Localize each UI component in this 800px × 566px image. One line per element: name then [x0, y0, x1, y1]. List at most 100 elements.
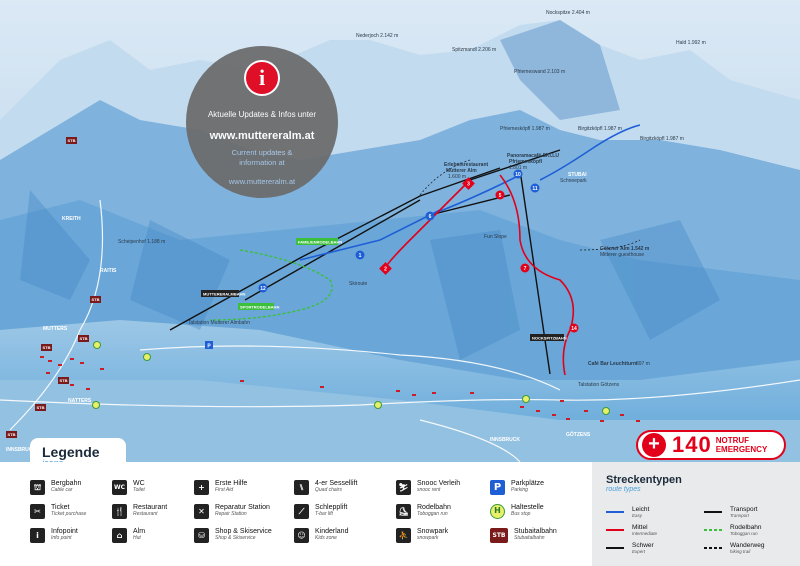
- parking-icon: P: [490, 480, 505, 495]
- legend-item-sub: T-bar lift: [315, 511, 333, 517]
- route-types-title: Streckentypen: [606, 474, 682, 486]
- svg-text:7: 7: [524, 266, 527, 272]
- svg-text:5: 5: [499, 193, 502, 199]
- route-sub: Intermediate: [632, 531, 658, 536]
- bus-stop-icon: H: [490, 504, 505, 519]
- legend-item-sub: Quad chairs: [315, 487, 342, 493]
- peak-label: Hald 1.992 m: [676, 40, 706, 46]
- route-types-subtitle: route types: [606, 486, 641, 493]
- svg-text:11: 11: [532, 186, 538, 192]
- stb-markers: STB STB STB STB STB STB STB: [6, 137, 101, 438]
- svg-text:Erlebnisrestaurant: Erlebnisrestaurant: [444, 162, 489, 168]
- legend-item-name: Shop & Skiservice: [215, 528, 272, 535]
- route-line-hiking: [704, 547, 722, 549]
- emergency-label-de: NOTRUF: [715, 436, 750, 445]
- legend-item-name: Ticket: [51, 504, 70, 511]
- svg-text:MUTTERS: MUTTERS: [43, 326, 68, 332]
- legend-item-sub: Parking: [511, 487, 528, 493]
- wc-icon: WC: [112, 480, 127, 495]
- svg-text:STB: STB: [80, 336, 88, 341]
- svg-text:STB: STB: [8, 432, 16, 437]
- legend-item-name: Parkplätze: [511, 480, 545, 487]
- legend-item-sub: First Aid: [215, 487, 234, 493]
- hut-icon: ⌂: [112, 528, 127, 543]
- valley-ground: [0, 380, 800, 462]
- legend-item-name: WC: [133, 480, 145, 487]
- restaurant-icon: 🍴: [112, 504, 127, 519]
- svg-text:SPORTRODELBAHN: SPORTRODELBAHN: [240, 305, 279, 310]
- svg-text:12: 12: [260, 286, 266, 292]
- svg-text:Birgitzköpfl 1.987 m: Birgitzköpfl 1.987 m: [578, 126, 622, 132]
- route-sub: Transport: [730, 513, 749, 518]
- svg-text:Pfriemesköpfl: Pfriemesköpfl: [509, 159, 543, 165]
- svg-text:3: 3: [467, 182, 470, 188]
- svg-text:STB: STB: [37, 405, 45, 410]
- svg-text:Talstation Götzens: Talstation Götzens: [578, 382, 620, 388]
- route-line-easy: [606, 511, 624, 513]
- bus-stop-markers: [92, 341, 610, 415]
- svg-text:STUBAI: STUBAI: [568, 172, 587, 178]
- svg-text:1.801 m: 1.801 m: [509, 165, 527, 171]
- route-sub: Toboggan run: [730, 531, 758, 536]
- village-markers: [40, 356, 640, 422]
- ski-area-map: Nockspitze 2.404 m Nederjoch 2.142 m Spi…: [0, 0, 800, 462]
- info-url-link[interactable]: www.muttereralm.at: [209, 130, 315, 142]
- info-text-en-line: information at: [239, 157, 285, 167]
- info-bubble[interactable]: i Aktuelle Updates & Infos unter www.mut…: [186, 46, 338, 198]
- route-sub: Easy: [632, 513, 643, 518]
- svg-text:Schneepark: Schneepark: [560, 178, 587, 184]
- legend-item-name: Restaurant: [133, 504, 168, 511]
- route-name: Mittel: [632, 524, 648, 531]
- svg-text:1: 1: [359, 253, 362, 259]
- legend-item-sub: Stubaitalbahn: [514, 535, 545, 541]
- info-icon: i: [244, 60, 280, 96]
- legend-item-sub: Shop & Skiservice: [215, 535, 256, 541]
- svg-text:GÖTZENS: GÖTZENS: [566, 431, 591, 438]
- legend-item-sub: snowpark: [417, 535, 439, 541]
- slope-markers: 1 2 3 5 6 10 11 12 7 14: [258, 169, 579, 333]
- svg-text:Panoramacafé SKI.LU: Panoramacafé SKI.LU: [507, 153, 559, 159]
- legend-item-name: Alm: [133, 528, 146, 535]
- route-name: Wanderweg: [730, 542, 765, 549]
- svg-text:6: 6: [429, 214, 432, 220]
- svg-text:P: P: [207, 344, 211, 350]
- legend-item-name: Schlepplift: [315, 504, 348, 511]
- svg-text:Talstation Mutterer Almbahn: Talstation Mutterer Almbahn: [188, 320, 250, 326]
- legend-item-name: 4-er Sessellift: [315, 480, 358, 487]
- svg-text:INNSBRUCK: INNSBRUCK: [6, 447, 36, 453]
- legend-item-sub: Hut: [133, 535, 141, 541]
- peak-label: Nockspitze 2.404 m: [546, 10, 590, 16]
- svg-text:NOCKSPITZBAHN: NOCKSPITZBAHN: [532, 336, 567, 341]
- svg-text:2: 2: [384, 267, 387, 273]
- route-name: Transport: [730, 506, 758, 513]
- ticket-icon: ✂: [30, 504, 45, 519]
- legend-item-sub: Restaurant: [133, 511, 158, 517]
- legend-item-sub: Toboggan run: [417, 511, 448, 517]
- route-sub: Expert: [632, 549, 646, 554]
- emergency-label-en: EMERGENCY: [715, 445, 768, 454]
- info-text-en-line: Current updates &: [231, 148, 293, 157]
- svg-text:1.600 m: 1.600 m: [448, 174, 466, 180]
- legend-item-sub: Repair Station: [215, 511, 247, 517]
- info-url-link-secondary[interactable]: www.muttereralm.at: [228, 177, 296, 186]
- route-line-intermediate: [606, 529, 624, 531]
- svg-text:STB: STB: [43, 345, 51, 350]
- legend-item-sub: Info point: [51, 535, 72, 541]
- info-point-icon: i: [30, 528, 45, 543]
- route-name: Leicht: [632, 506, 650, 513]
- legend-item-sub: Toilet: [133, 487, 145, 493]
- legend-item-name: Stubaitalbahn: [514, 528, 557, 535]
